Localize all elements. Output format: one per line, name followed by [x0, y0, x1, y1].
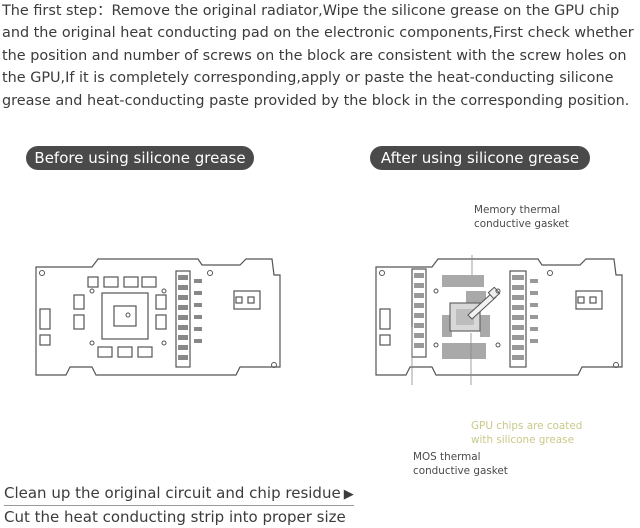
memory-gasket-callout: Memory thermal conductive gasket	[474, 204, 569, 230]
before-label: Before using silicone grease	[26, 146, 254, 170]
play-arrow-icon: ▶	[343, 487, 354, 502]
step-cut: Cut the heat conducting strip into prope…	[4, 508, 346, 526]
steps-list: Clean up the original circuit and chip r…	[4, 482, 424, 528]
gpu-grease-callout: GPU chips are coated with silicone greas…	[471, 420, 583, 446]
step-clean: Clean up the original circuit and chip r…	[4, 484, 341, 502]
board-after-diagram	[375, 255, 623, 385]
board-before-diagram	[35, 258, 281, 376]
step-divider	[4, 505, 354, 506]
after-label: After using silicone grease	[370, 146, 590, 170]
mos-gasket-callout: MOS thermal conductive gasket	[413, 451, 508, 477]
intro-paragraph: The first step：Remove the original radia…	[2, 3, 634, 109]
